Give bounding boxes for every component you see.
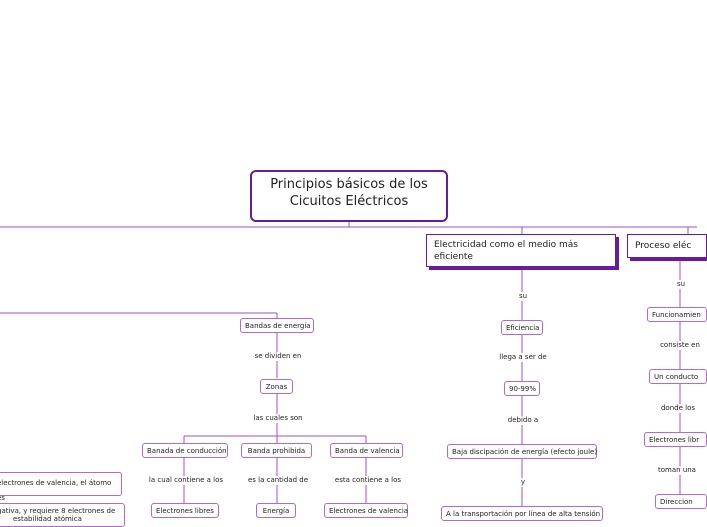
label-llega: llega a ser de <box>494 353 552 362</box>
label-toman: toman una <box>655 466 699 475</box>
node-alta-tension[interactable]: A la transportación por línea de alta te… <box>441 506 603 521</box>
node-electrones-valencia-label: Electrones de valencia <box>329 507 409 515</box>
node-banda-valencia[interactable]: Banda de valencia <box>330 443 403 458</box>
root-topic[interactable]: Principios básicos de los Cicuitos Eléct… <box>250 170 448 222</box>
node-banda-prohibida[interactable]: Banda prohibida <box>241 443 312 458</box>
node-zonas-label: Zonas <box>265 383 288 391</box>
node-direccion[interactable]: Direccion <box>655 494 707 509</box>
label-donde: donde los <box>658 404 698 413</box>
label-y: y <box>517 478 529 487</box>
topic-electricidad-line2: eficiente <box>434 252 473 262</box>
node-electrones-libres[interactable]: Electrones libres <box>151 503 219 518</box>
label-debido: debido a <box>503 416 543 425</box>
root-title-line1: Principios básicos de los <box>270 177 428 192</box>
label-cual-contiene: la cual contiene a los <box>146 476 226 485</box>
label-consiste: consiste en <box>657 341 703 350</box>
node-eficiencia-label: Eficiencia <box>506 324 540 332</box>
label-las-cuales: las cuales son <box>248 414 308 423</box>
node-porcentaje[interactable]: 90-99% <box>504 381 540 396</box>
label-su-proceso: su <box>672 280 690 289</box>
node-energia-label: Energía <box>262 507 290 515</box>
node-conductor[interactable]: Un conducto <box>649 369 707 384</box>
node-funcionamiento-label: Funcionamien <box>652 311 701 319</box>
node-atomo-valencia[interactable]: electrones de valencia, el átomo es <box>0 472 122 502</box>
node-bandas-de-energia[interactable]: Bandas de energía <box>240 318 314 333</box>
node-requiere-line1: gativa, y requiere 8 electrones de <box>0 507 116 515</box>
node-electrones-libres-label: Electrones libres <box>156 507 214 515</box>
root-title-line2: Cicuitos Eléctricos <box>289 194 409 209</box>
node-porcentaje-label: 90-99% <box>509 385 536 393</box>
node-direccion-label: Direccion <box>660 498 693 506</box>
label-se-dividen: se dividen en <box>252 352 304 361</box>
topic-electricidad-line1: Electricidad como el medio más <box>434 240 578 250</box>
node-banda-prohibida-label: Banda prohibida <box>247 447 306 455</box>
node-electrones-libres-proceso[interactable]: Electrones libr <box>644 432 707 447</box>
node-funcionamiento[interactable]: Funcionamien <box>647 307 707 322</box>
node-eficiencia[interactable]: Eficiencia <box>501 320 543 335</box>
node-baja-disipacion[interactable]: Baja discipación de energía (efecto joul… <box>447 444 597 459</box>
topic-proceso-label: Proceso eléc <box>635 241 692 251</box>
node-energia[interactable]: Energía <box>256 503 296 518</box>
node-electrones-libres-proceso-label: Electrones libr <box>649 436 700 444</box>
node-requiere-line2: estabilidad atómica <box>13 515 82 523</box>
topic-proceso[interactable]: Proceso eléc <box>627 234 707 258</box>
node-requiere-8-electrones[interactable]: gativa, y requiere 8 electrones de estab… <box>0 503 125 527</box>
label-su-efic: su <box>514 292 532 301</box>
label-cantidad-de: es la cantidad de <box>244 476 312 485</box>
node-electrones-valencia[interactable]: Electrones de valencia <box>324 503 408 518</box>
topic-electricidad[interactable]: Electricidad como el medio más eficiente <box>426 234 616 267</box>
node-conductor-label: Un conducto <box>654 373 699 381</box>
node-banda-valencia-label: Banda de valencia <box>335 447 400 455</box>
node-atomo-valencia-label: electrones de valencia, el átomo es <box>0 479 112 502</box>
label-esta-contiene: esta contiene a los <box>332 476 404 485</box>
node-alta-tension-label: A la transportación por línea de alta te… <box>446 510 601 518</box>
mind-map-canvas: Principios básicos de los Cicuitos Eléct… <box>0 170 707 527</box>
node-baja-disipacion-label: Baja discipación de energía (efecto joul… <box>452 448 598 456</box>
node-bandas-label: Bandas de energía <box>245 322 311 330</box>
node-banda-conduccion-label: Banada de conducción <box>147 447 227 455</box>
node-zonas[interactable]: Zonas <box>260 379 293 394</box>
node-banda-conduccion[interactable]: Banada de conducción <box>142 443 228 458</box>
